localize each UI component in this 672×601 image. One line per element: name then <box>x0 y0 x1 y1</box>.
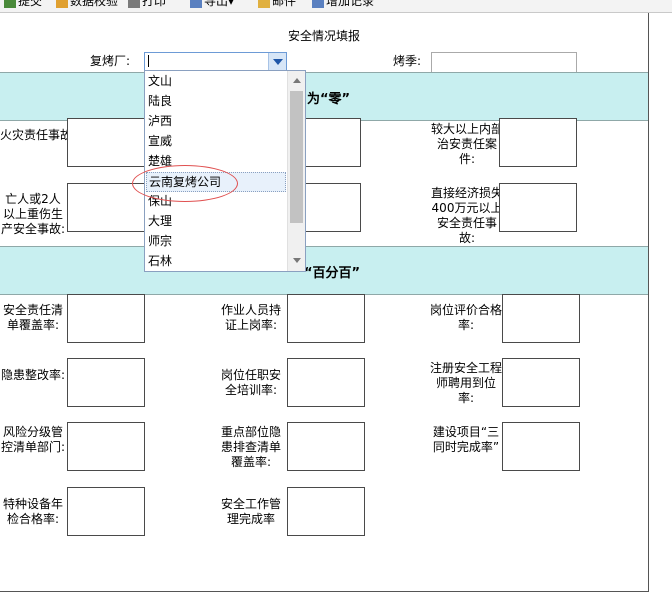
mgmt-done-input[interactable] <box>287 487 365 536</box>
scroll-down-icon[interactable] <box>293 258 301 263</box>
validate-button[interactable]: 数据校验 <box>56 0 118 9</box>
engineer-label: 注册安全工程师聘用到位率: <box>430 361 503 405</box>
dropdown-option[interactable]: 文山 <box>148 74 173 88</box>
email-button[interactable]: 邮件 <box>258 0 296 9</box>
worker-cert-input[interactable] <box>287 294 365 343</box>
fire-label: 火灾责任事故: <box>0 128 77 142</box>
scroll-thumb[interactable] <box>290 91 303 223</box>
post-eval-label: 岗位评价合格率: <box>430 303 503 332</box>
post-eval-input[interactable] <box>502 294 580 343</box>
section-hundred-band: “百分百” <box>0 246 648 295</box>
mgmt-done-label: 安全工作管理完成率 <box>220 497 281 526</box>
annotation-ellipse <box>132 165 238 202</box>
fire-input[interactable] <box>67 118 145 167</box>
key-hazard-input[interactable] <box>287 422 365 471</box>
toolbar: 提交 数据校验 打印 导出▾ 邮件 增加记录 <box>0 0 672 13</box>
text-caret <box>148 55 149 67</box>
scroll-up-icon[interactable] <box>293 78 301 83</box>
envelope-icon <box>258 0 270 8</box>
resp-list-label: 安全责任清单覆盖率: <box>2 303 63 332</box>
dropdown-option[interactable]: 石林 <box>148 254 173 268</box>
factory-select[interactable] <box>144 52 287 71</box>
engineer-input[interactable] <box>502 358 580 407</box>
three-sim-input[interactable] <box>502 422 580 471</box>
econ-loss-input[interactable] <box>499 183 577 232</box>
dropdown-option[interactable]: 大理 <box>148 214 173 228</box>
three-sim-label: 建设项目“三同时完成率” <box>432 425 500 454</box>
add-record-icon <box>312 0 324 8</box>
chevron-down-icon[interactable] <box>268 53 286 70</box>
death-input[interactable] <box>67 183 145 232</box>
public-security-input[interactable] <box>499 118 577 167</box>
econ-loss-label: 直接经济损失400万元以上安全责任事故: <box>430 186 503 245</box>
dropdown-option[interactable]: 宣威 <box>148 134 173 148</box>
section-hundred-title: “百分百” <box>304 266 361 281</box>
post-training-label: 岗位任职安全培训率: <box>220 368 281 397</box>
risk-dept-input[interactable] <box>67 422 145 471</box>
worker-cert-label: 作业人员持证上岗率: <box>220 303 281 332</box>
export-button[interactable]: 导出▾ <box>190 0 234 9</box>
death-label: 亡人或2人以上重伤生产安全事故: <box>0 192 66 236</box>
submit-button[interactable]: 提交 <box>4 0 42 9</box>
factory-label: 复烤厂: <box>90 54 131 68</box>
page-title: 安全情况填报 <box>287 29 360 43</box>
printer-icon <box>128 0 140 8</box>
section-zero-title: 为“零” <box>307 92 351 107</box>
public-security-label: 较大以上内部治安责任案件: <box>430 122 503 166</box>
submit-icon <box>4 0 16 8</box>
post-training-input[interactable] <box>287 358 365 407</box>
dropdown-scrollbar[interactable] <box>287 71 305 271</box>
season-label: 烤季: <box>393 54 422 68</box>
risk-dept-label: 风险分级管控清单部门: <box>0 425 66 454</box>
section-zero-band: 为“零” <box>0 72 648 121</box>
dropdown-option[interactable]: 泸西 <box>148 114 173 128</box>
key-hazard-label: 重点部位隐患排查清单覆盖率: <box>220 425 281 469</box>
hazard-fix-label: 隐患整改率: <box>0 368 66 382</box>
special-equip-input[interactable] <box>67 487 145 536</box>
hazard-fix-input[interactable] <box>67 358 145 407</box>
pencil-icon <box>56 0 68 8</box>
print-button[interactable]: 打印 <box>128 0 166 9</box>
dropdown-option[interactable]: 陆良 <box>148 94 173 108</box>
season-input[interactable] <box>431 52 577 73</box>
dropdown-option[interactable]: 师宗 <box>148 234 173 248</box>
export-icon <box>190 0 202 8</box>
dropdown-option[interactable]: 楚雄 <box>148 154 173 168</box>
add-record-button[interactable]: 增加记录 <box>312 0 374 9</box>
resp-list-input[interactable] <box>67 294 145 343</box>
special-equip-label: 特种设备年检合格率: <box>2 497 63 526</box>
